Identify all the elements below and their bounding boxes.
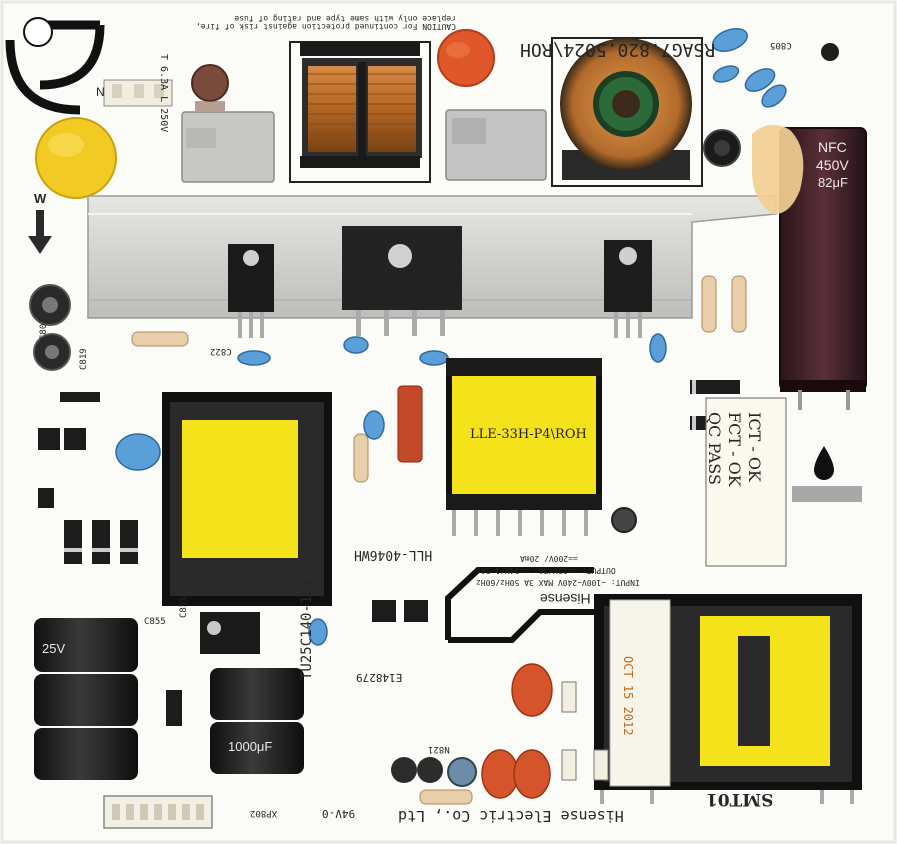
small-caps-bottom — [391, 507, 637, 787]
ics-middle — [38, 428, 428, 622]
bulk-cap-brand: NFC — [818, 139, 847, 155]
mains-mark: N — [96, 85, 105, 99]
y-capacitor — [35, 117, 117, 199]
standby-transformer — [162, 392, 332, 606]
resistors — [131, 275, 747, 805]
ground-arrow — [28, 210, 52, 254]
output-connector — [103, 795, 213, 829]
ntc-thermistor — [191, 64, 229, 111]
main-transformer — [446, 358, 602, 536]
ref-n821: N821 — [428, 744, 450, 754]
inspection-line-2: FCT - OK — [725, 412, 744, 487]
standby-transformer-label: HLL-4046WH — [354, 547, 433, 562]
varistor — [437, 29, 495, 87]
smt-tag-label: SMT01 — [706, 789, 774, 809]
mosfet-left — [228, 244, 274, 338]
ref-c822: C822 — [210, 346, 232, 356]
fuse-rating-label: T 6.3A L 250V — [158, 54, 169, 133]
caution-label: CAUTION For continued protection against… — [195, 14, 456, 31]
left-electrolytics — [29, 284, 71, 371]
axial-diodes-bottom — [561, 681, 609, 781]
hisense-logo: Hisense — [540, 591, 591, 607]
ceramic-caps-middle — [115, 333, 667, 646]
output-transformer — [594, 594, 862, 804]
part-number-label: RSAG7.820.5024\ROH — [520, 39, 716, 60]
small-electrolytic — [703, 129, 741, 167]
x-capacitor-mid — [445, 109, 547, 181]
adhesive-blob — [752, 124, 804, 215]
ref-c807: C807 — [39, 318, 49, 340]
x-capacitor-left — [181, 111, 275, 183]
ground-mark: W — [34, 191, 47, 206]
cert-number: E148279 — [356, 671, 403, 684]
mosfet-right — [604, 240, 652, 338]
ref-c819: C819 — [79, 348, 89, 370]
ref-c855: C855 — [144, 617, 166, 627]
bulk-cap-voltage: 450V — [816, 157, 849, 173]
ref-c805: C805 — [770, 40, 792, 50]
output-rating-2: ==200V/ 20mA — [520, 554, 578, 563]
flammability-label: 94V-0 — [322, 807, 356, 820]
input-rating: INPUT: ~100V~240V MAX 3A 50Hz/60Hz — [476, 578, 640, 587]
inspection-line-1: ICT - OK — [745, 412, 764, 482]
regulator — [200, 612, 260, 654]
bulk-cap-capacitance: 82μF — [818, 175, 848, 190]
grey-tag — [792, 486, 862, 502]
mains-connector — [103, 79, 173, 107]
ref-c851: C851 — [179, 596, 189, 618]
inspection-line-3: QC PASS — [705, 412, 724, 485]
output-electrolytics-left — [34, 618, 304, 780]
film-caps-bottom — [481, 663, 553, 799]
bridge-rectifier — [342, 226, 462, 336]
bulk-capacitor — [779, 127, 867, 410]
film-capacitor — [397, 385, 423, 463]
drop-icon — [814, 446, 834, 480]
manufacturer-label: Hisense Electric Co., Ltd — [398, 807, 624, 825]
common-mode-choke-1 — [289, 41, 431, 183]
ref-xp802: XP802 — [250, 808, 278, 818]
output-rating: OUTPUT: ==12V/3A; ==14V/1.5A; — [476, 566, 616, 575]
model-label: TU25C140-1B1 — [299, 578, 315, 680]
electrolytic-capacitance: 1000μF — [228, 739, 273, 754]
main-transformer-label: LLE-33H-P4\ROH — [470, 427, 587, 442]
inspection-sticker — [705, 397, 787, 567]
date-code-label: OCT 15 2012 — [621, 656, 635, 736]
electrolytic-voltage: 25V — [42, 641, 66, 656]
silkscreen-arrow — [445, 567, 594, 643]
toroid-choke — [551, 37, 703, 187]
ceramic-caps-top — [711, 28, 787, 108]
